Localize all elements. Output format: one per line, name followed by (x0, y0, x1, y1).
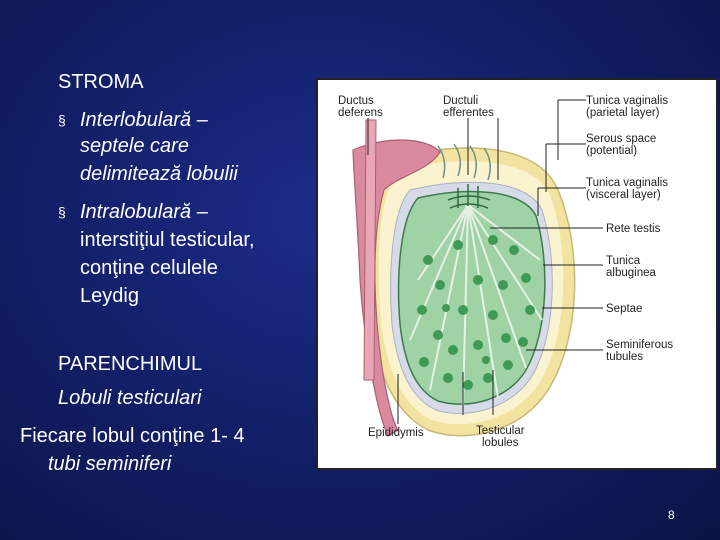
label-tunica-vaginalis-visceral: Tunica vaginalis (586, 177, 668, 189)
parenchim-heading: PARENCHIMUL (58, 353, 203, 375)
bullet-interlobular-line-2: septele care (80, 135, 189, 157)
testis-body (397, 190, 546, 405)
slide-number: 8 (668, 508, 675, 522)
bullet-intralobular-line-2: interstiţiul testicular, (80, 229, 255, 251)
bullet-intralobular-line-1: Intralobulară – (80, 201, 208, 223)
label-testicular-lobules: Testicular (476, 425, 525, 437)
label-tunica-albuginea: albuginea (606, 267, 656, 279)
label-septae: Septae (606, 303, 642, 315)
bullet-interlobular-line-1: Interlobulară – (80, 109, 208, 131)
bullet-intralobular-line-3: conţine celulele (80, 257, 218, 279)
label-rete-testis: Rete testis (606, 223, 661, 235)
bullet-intralobular-line-4: Leydig (80, 285, 139, 307)
stroma-heading: STROMA (58, 71, 144, 93)
fiecare-lobul-line-2: tubi seminiferi (48, 453, 172, 475)
bullet-marker: § (58, 204, 66, 220)
fiecare-lobul-line-1: Fiecare lobul conţine 1- 4 (20, 425, 245, 447)
testis-anatomy-figure: Ductus deferens Ductuli efferentes Tunic… (316, 78, 718, 470)
parenchim-subheading: Lobuli testiculari (58, 387, 202, 409)
rete-testis (447, 184, 491, 209)
label-leader-lines (367, 99, 603, 424)
ductus-deferens (363, 119, 377, 381)
label-ductuli-efferentes: Ductuli (443, 95, 478, 107)
label-tunica-albuginea: Tunica (606, 255, 641, 267)
label-seminiferous-tubules: Seminiferous (606, 339, 673, 351)
slide-text-column: STROMA § Interlobulară – septele care de… (0, 0, 320, 540)
label-serous-space: Serous space (586, 133, 656, 145)
septae-lines (409, 204, 543, 406)
label-serous-space: (potential) (586, 145, 637, 157)
label-tunica-vaginalis-parietal: (parietal layer) (586, 107, 660, 119)
bullet-interlobular-line-3: delimitează lobulii (80, 163, 238, 185)
seminiferous-tubules-texture (417, 235, 535, 390)
ductuli-efferentes (437, 143, 491, 181)
label-ductus-deferens: deferens (338, 107, 383, 119)
label-ductuli-efferentes: efferentes (443, 107, 494, 119)
label-testicular-lobules: lobules (482, 437, 519, 449)
label-seminiferous-tubules: tubules (606, 351, 643, 363)
testis-diagram: Ductus deferens Ductuli efferentes Tunic… (338, 95, 673, 449)
label-epididymis: Epididymis (368, 427, 424, 439)
label-ductus-deferens: Ductus (338, 95, 374, 107)
label-tunica-vaginalis-visceral: (visceral layer) (586, 189, 661, 201)
label-tunica-vaginalis-parietal: Tunica vaginalis (586, 95, 668, 107)
bullet-marker: § (58, 112, 66, 128)
